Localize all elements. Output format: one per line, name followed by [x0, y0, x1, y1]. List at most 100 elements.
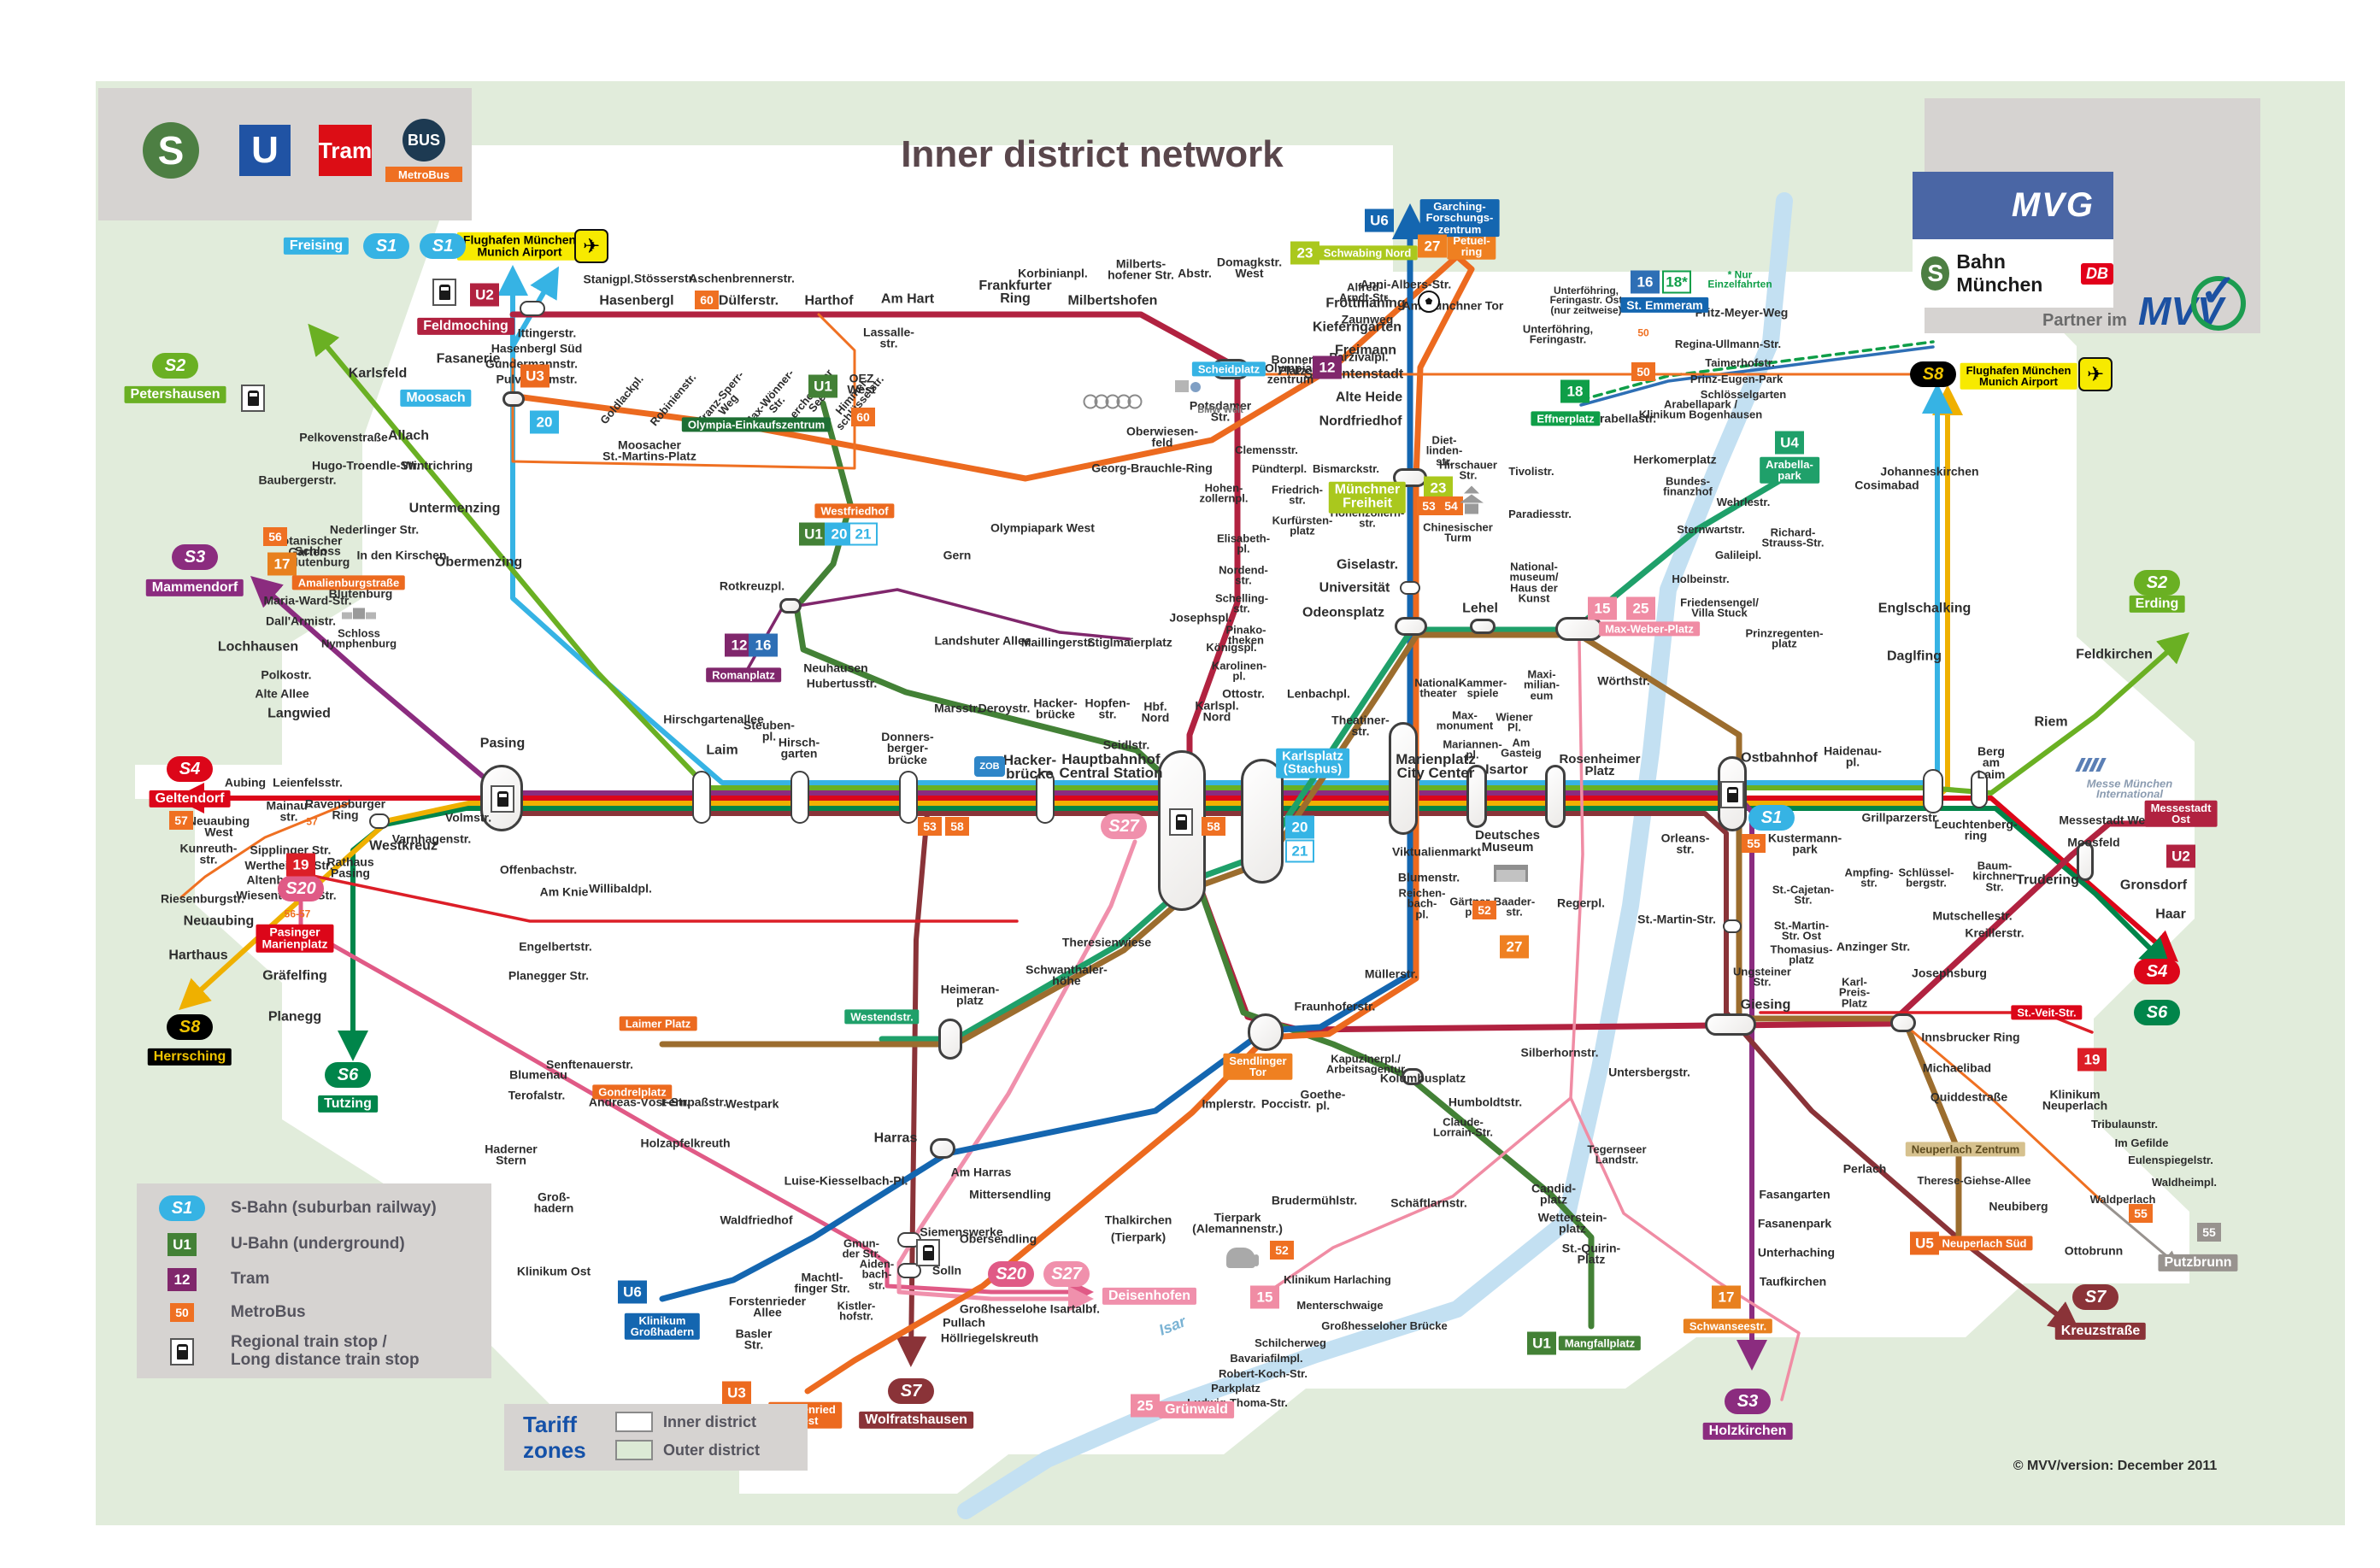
station-label: Kustermann- park	[1767, 831, 1842, 856]
terminal-box: Olympia-Einkaufszentrum	[681, 417, 832, 432]
badge-u3: U3	[722, 1381, 751, 1405]
station-label: Am Hart	[880, 291, 935, 307]
metrobus-logo: MetroBus	[385, 167, 462, 182]
station-label: Lehel	[1462, 601, 1498, 616]
station-label: Fritz-Meyer-Weg	[1695, 305, 1789, 320]
elephant-icon	[1226, 1248, 1259, 1268]
station-label: In den Kirschen	[356, 548, 447, 562]
bus-logo: BUS	[403, 119, 445, 161]
station-label: Klinikum Ost	[516, 1264, 591, 1278]
station-label: Harthof	[804, 293, 854, 308]
station-label: Hauptbahnhof Central Station	[1059, 750, 1163, 781]
line-b57	[179, 802, 350, 899]
station-label: Maxi- milian- eum	[1524, 667, 1560, 702]
terminal-box: Effnerplatz	[1531, 411, 1601, 426]
badge-s7: S7	[2072, 1284, 2118, 1310]
station-label: Alte Heide	[1335, 390, 1403, 405]
station-label: Waldperlach	[2089, 1192, 2156, 1206]
line-s20	[298, 900, 1094, 1305]
station-label: Schelling- str.	[1214, 591, 1269, 615]
badge-23: 23	[1290, 241, 1319, 265]
station-label: Lenbachpl.	[1287, 686, 1350, 701]
station-label: Chinesischer Turm	[1423, 520, 1493, 544]
station-label: Fasanenpark	[1757, 1216, 1832, 1230]
badge-u6: U6	[618, 1280, 647, 1304]
station-label: Haar	[2155, 907, 2186, 922]
badge-s8: S8	[1910, 361, 1956, 387]
station-label: Hasenbergl Süd	[491, 341, 583, 355]
station-label: Holzapfelkreuth	[640, 1136, 731, 1150]
station-label: Parkplatz	[1211, 1381, 1261, 1395]
line-t12	[743, 588, 1131, 675]
station-label: Waldheimpl.	[2151, 1175, 2218, 1189]
station-label: Gräfelfing	[262, 968, 327, 984]
line-t25	[1569, 639, 1801, 1401]
station-label: Blumenstr.	[1397, 870, 1460, 884]
station-label: Luise-Kiesselbach-Pl.	[784, 1173, 908, 1188]
sbahn-muenchen-logo: S Bahn München DB	[1913, 239, 2113, 308]
station-label: Schlüssel- bergstr.	[1898, 866, 1954, 890]
station-label: Schäftlarnstr.	[1390, 1195, 1467, 1210]
terminal-box: Mangfallplatz	[1558, 1336, 1642, 1351]
badge-16: 16	[1631, 270, 1660, 294]
badge-19: 19	[286, 853, 315, 877]
station-label: Oberwiesen- feld	[1125, 424, 1199, 449]
station-label: Bismarckstr.	[1312, 461, 1380, 475]
tariff-label: Inner district	[663, 1412, 757, 1430]
station-label: Thalkirchen	[1104, 1213, 1172, 1227]
station-label: Am Harras	[950, 1165, 1012, 1179]
station-label: Untersbergstr.	[1608, 1065, 1690, 1079]
badge-s1: S1	[1748, 805, 1795, 831]
legend-badge: U1	[159, 1233, 205, 1256]
station-label: Moosacher St.-Martins-Platz	[602, 438, 696, 463]
station-label: Gronsdorf	[2119, 878, 2188, 893]
station-label: Basler Str.	[735, 1326, 773, 1352]
station-label: Karolinen- pl.	[1211, 659, 1267, 683]
terminal-box: Gondrelplatz	[592, 1084, 673, 1100]
interchange-node	[1248, 1013, 1284, 1051]
station-label: Poccistr.	[1261, 1096, 1312, 1111]
station-label: Untermenzing	[408, 501, 501, 516]
badge-s20: S20	[988, 1261, 1034, 1287]
badge-s6: S6	[2134, 1000, 2180, 1025]
station-label: Kurfürsten- platz	[1272, 514, 1333, 537]
terminal-box: Schwanseestr.	[1683, 1318, 1773, 1334]
badge-18: 18	[1560, 379, 1590, 403]
terminal-box: Pasinger Marienplatz	[256, 924, 334, 953]
station-label: Landshuter Allee	[934, 633, 1031, 648]
station-label: Planegg	[267, 1009, 322, 1025]
station-label: Hohen- zollernpl.	[1199, 481, 1249, 505]
station-stop	[1923, 769, 1943, 813]
station-label: Königspl.	[1206, 640, 1257, 654]
station-label: Siemenswerke	[920, 1224, 1003, 1239]
badge-s2: S2	[152, 353, 198, 379]
line-t19w	[299, 872, 1019, 923]
station-label: Am Gasteig	[1501, 736, 1542, 760]
station-label: Regerpl.	[1556, 896, 1606, 910]
station-label: Nordend- str.	[1219, 563, 1268, 587]
legend-badge: 12	[159, 1268, 205, 1291]
station-label: National- museum/ Haus der Kunst	[1509, 560, 1559, 605]
terminal-box: Tutzing	[318, 1095, 378, 1113]
train-icon	[1169, 808, 1193, 836]
ubahn-logo: U	[239, 125, 291, 176]
train-icon	[1720, 781, 1744, 808]
station-label: Wehrlestr.	[1716, 495, 1771, 508]
station-label: Riesenburgstr.	[160, 891, 245, 906]
station-label: Deutsches Museum	[1475, 827, 1540, 854]
station-stop	[520, 301, 545, 316]
station-label: Wintrichring	[402, 458, 473, 473]
station-label: Friedensengel/ Villa Stuck	[1680, 596, 1759, 620]
station-label: Friedrich- str.	[1272, 483, 1323, 507]
badge-57: 57	[169, 811, 193, 830]
station-label: Bonner Platz	[1271, 352, 1313, 378]
terminal-box: Petuel- ring	[1447, 232, 1496, 260]
badge-25: 25	[1626, 596, 1655, 620]
station-label: Schwanthaler- höhe	[1025, 962, 1108, 988]
mvv-logo: MVV ✓	[2138, 267, 2246, 334]
station-label: * Nur Einzelfahrten	[1707, 268, 1772, 291]
station-label: Galileipl.	[1714, 548, 1762, 561]
station-label: Donners- berger- brücke	[881, 730, 934, 766]
